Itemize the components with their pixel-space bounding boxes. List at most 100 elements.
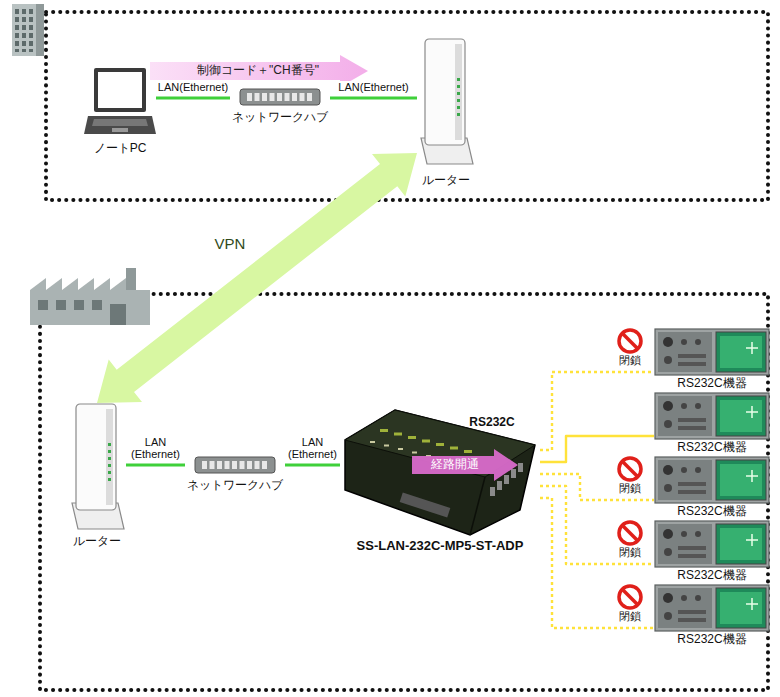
drawing-part — [619, 522, 641, 544]
drawing-part — [108, 457, 111, 460]
connector — [330, 98, 417, 99]
node-label: ルーター — [68, 535, 126, 549]
drawing-part — [470, 477, 485, 535]
drawing-part — [277, 93, 282, 101]
rs232c-device: RS232C機器 — [654, 520, 770, 583]
router-icon — [68, 403, 126, 531]
office-building — [12, 4, 44, 56]
node-label: RS232C機器 — [654, 505, 770, 519]
drawing-part — [663, 401, 673, 411]
rs232c-device: RS232C機器 — [654, 392, 770, 455]
drawing-part — [654, 584, 770, 632]
drawing-part — [217, 461, 222, 469]
closed-label: 閉鎖 — [619, 354, 641, 367]
drawing-part — [425, 39, 465, 145]
drawing-part — [751, 470, 753, 482]
drawing-part — [518, 463, 523, 472]
prohibition-sign — [619, 458, 641, 480]
drawing-part — [74, 300, 84, 310]
drawing-part — [457, 106, 460, 109]
drawing-part — [716, 332, 766, 372]
drawing-part — [654, 520, 770, 568]
drawing-part — [408, 436, 416, 439]
drawing-part — [678, 426, 706, 430]
drawing-part — [426, 455, 431, 457]
drawing-part — [720, 400, 762, 432]
drawing-part — [720, 336, 762, 368]
drawing-part — [422, 440, 430, 443]
drawing-part — [678, 482, 706, 486]
drawing-part — [695, 595, 701, 601]
drawing-part — [94, 68, 146, 112]
drawing-part — [307, 93, 312, 101]
drawing-part — [622, 589, 638, 605]
drawing-part — [262, 461, 267, 469]
drawing-part — [658, 332, 712, 372]
drawing-part — [504, 475, 509, 484]
drawing-part — [345, 410, 535, 535]
drawing-part — [195, 457, 275, 473]
drawing-part — [655, 521, 769, 567]
drawing-part — [108, 450, 111, 453]
node-label: ネットワークハブ — [230, 111, 330, 125]
drawing-part — [681, 595, 687, 601]
vpn-arrow — [97, 153, 417, 403]
drawing-part — [394, 433, 402, 436]
drawing-part — [622, 525, 638, 541]
connector — [540, 474, 654, 500]
drawing-part — [655, 457, 769, 503]
drawing-part — [695, 339, 701, 345]
drawing-part — [619, 330, 641, 352]
node-label: RS232C機器 — [654, 441, 770, 455]
port-label: RS232C — [469, 416, 514, 430]
drawing-part — [678, 618, 706, 622]
router: ルーター — [68, 403, 126, 549]
drawing-part — [720, 464, 762, 496]
link-label: LAN(Ethernet) — [337, 81, 409, 94]
drawing-part — [457, 85, 460, 88]
drawing-part — [663, 593, 673, 603]
ethernet-line — [285, 464, 340, 467]
drawing-part — [380, 429, 388, 432]
factory-building — [30, 268, 150, 325]
drawing-part — [126, 268, 136, 290]
prohibition-sign — [619, 522, 641, 544]
prohibition-sign — [619, 586, 641, 608]
device-icon — [654, 584, 770, 632]
laptop-pc: ノートPC — [84, 66, 156, 156]
drawing-part — [457, 92, 460, 95]
drawing-part — [751, 342, 753, 354]
drawing-part — [36, 4, 44, 56]
connector — [126, 465, 185, 466]
drawing-part — [695, 403, 701, 409]
command-text: 制御コード＋"CH番号" — [197, 64, 319, 78]
connector — [285, 465, 340, 466]
node-label: RS232C機器 — [654, 633, 770, 647]
node-label: ノートPC — [84, 142, 156, 156]
connector — [540, 498, 654, 628]
drawing-part — [417, 38, 475, 166]
node-label: RS232C機器 — [654, 569, 770, 583]
node-label: SS-LAN-232C-MP5-ST-ADP — [340, 539, 540, 554]
drawing-part — [716, 588, 766, 628]
router: ルーター — [417, 38, 475, 188]
drawing-part — [84, 66, 156, 136]
drawing-part — [240, 461, 245, 469]
hub-icon — [239, 88, 321, 106]
drawing-part — [681, 531, 687, 537]
drawing-part — [457, 78, 460, 81]
drawing-part — [106, 409, 113, 505]
drawing-part — [678, 490, 706, 494]
drawing-part — [457, 113, 460, 116]
drawing-part — [619, 586, 641, 608]
drawing-part — [112, 128, 128, 132]
drawing-part — [398, 448, 403, 450]
drawing-part — [240, 89, 320, 105]
drawing-part — [76, 404, 116, 510]
drawing-part — [654, 456, 770, 504]
drawing-part — [511, 469, 516, 478]
drawing-part — [12, 4, 44, 56]
connector — [540, 372, 654, 450]
closed-label: 閉鎖 — [619, 610, 641, 623]
